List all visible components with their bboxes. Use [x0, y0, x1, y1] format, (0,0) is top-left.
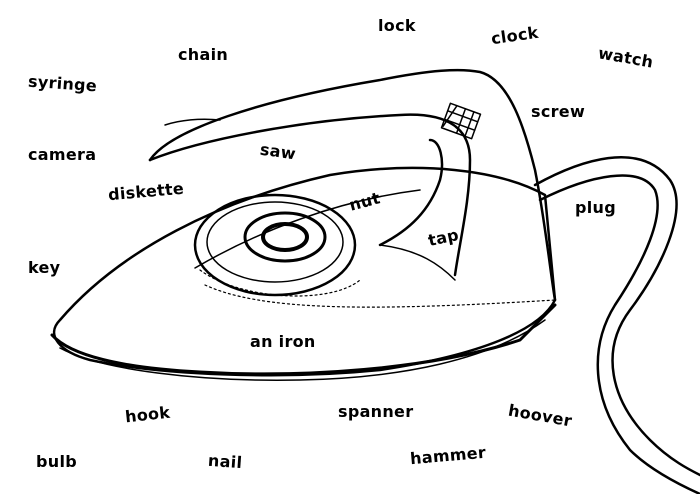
iron-handle	[148, 68, 557, 302]
word-lock: lock	[378, 16, 416, 35]
word-spanner: spanner	[338, 402, 414, 421]
word-an-iron: an iron	[250, 332, 316, 351]
iron-base-outline	[53, 166, 557, 377]
dial-knob	[243, 211, 327, 263]
iron-sole-line	[50, 303, 557, 376]
word-nail: nail	[207, 450, 243, 473]
word-screw: screw	[531, 102, 586, 121]
word-key: key	[28, 258, 61, 277]
word-camera: camera	[28, 145, 97, 164]
dial-outer	[193, 193, 357, 297]
vent-grid	[440, 102, 482, 140]
word-plug: plug	[575, 198, 616, 217]
iron-cord	[533, 156, 700, 477]
word-bulb: bulb	[36, 452, 77, 471]
word-chain: chain	[178, 45, 229, 64]
